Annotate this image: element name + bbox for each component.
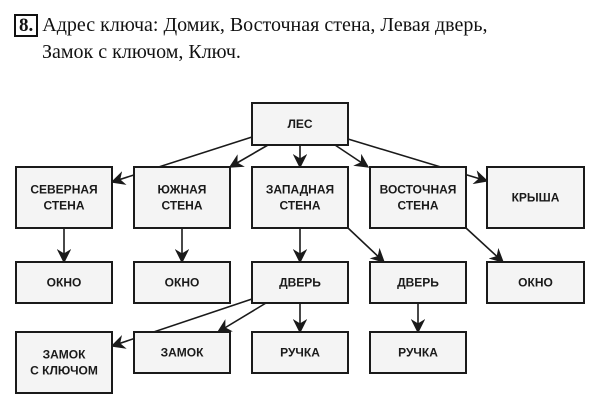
node-label: ДВЕРЬ bbox=[397, 276, 439, 290]
node-box bbox=[251, 331, 349, 374]
node-box bbox=[251, 166, 349, 229]
node-lock: ЗАМОК bbox=[133, 331, 231, 374]
node-box bbox=[15, 166, 113, 229]
node-label: ДВЕРЬ bbox=[279, 276, 321, 290]
node-box bbox=[133, 166, 231, 229]
node-east: ВОСТОЧНАЯ СТЕНА bbox=[369, 166, 467, 229]
task-line-1: 8.Адрес ключа: Домик, Восточная стена, Л… bbox=[14, 12, 487, 39]
node-box bbox=[133, 331, 231, 374]
node-les: ЛЕС bbox=[251, 102, 349, 146]
node-label: ЗАПАДНАЯ bbox=[266, 183, 334, 197]
edge-les-to-south bbox=[228, 144, 269, 168]
node-label: ЗАМОК bbox=[43, 348, 87, 362]
node-box bbox=[133, 261, 231, 304]
node-box bbox=[15, 331, 113, 394]
node-label: СЕВЕРНАЯ bbox=[30, 183, 97, 197]
node-box bbox=[251, 261, 349, 304]
node-label: С КЛЮЧОМ bbox=[30, 364, 98, 378]
edge-east-to-window3 bbox=[465, 227, 505, 263]
node-label: СТЕНА bbox=[397, 199, 438, 213]
node-label: РУЧКА bbox=[398, 346, 438, 360]
node-box bbox=[369, 331, 467, 374]
node-west: ЗАПАДНАЯ СТЕНА bbox=[251, 166, 349, 229]
node-window3: ОКНО bbox=[486, 261, 585, 304]
node-label: ОКНО bbox=[47, 276, 82, 290]
node-north: СЕВЕРНАЯ СТЕНА bbox=[15, 166, 113, 229]
node-label: ЗАМОК bbox=[161, 346, 205, 360]
nodes: ЛЕССЕВЕРНАЯСТЕНАЮЖНАЯСТЕНАЗАПАДНАЯСТЕНАВ… bbox=[15, 102, 585, 394]
task-text-1: Адрес ключа: Домик, Восточная стена, Лев… bbox=[42, 14, 488, 36]
node-box bbox=[369, 166, 467, 229]
node-label: ВОСТОЧНАЯ bbox=[380, 183, 457, 197]
node-box bbox=[369, 261, 467, 304]
node-label: ЛЕС bbox=[287, 117, 312, 131]
node-window2: ОКНО bbox=[133, 261, 231, 304]
node-box bbox=[486, 261, 585, 304]
node-handle1: РУЧКА bbox=[251, 331, 349, 374]
edge-door1-to-lock bbox=[216, 302, 267, 333]
node-handle2: РУЧКА bbox=[369, 331, 467, 374]
node-roof: КРЫША bbox=[486, 166, 585, 229]
edge-west-to-door2 bbox=[347, 227, 386, 263]
node-label: ЮЖНАЯ bbox=[158, 183, 207, 197]
node-label: СТЕНА bbox=[161, 199, 202, 213]
node-box bbox=[486, 166, 585, 229]
node-window1: ОКНО bbox=[15, 261, 113, 304]
node-label: ОКНО bbox=[165, 276, 200, 290]
task-line-2: Замок с ключом, Ключ. bbox=[42, 41, 241, 63]
node-box bbox=[251, 102, 349, 146]
node-door1: ДВЕРЬ bbox=[251, 261, 349, 304]
node-label: РУЧКА bbox=[280, 346, 320, 360]
node-lockkey: ЗАМОК С КЛЮЧОМ bbox=[15, 331, 113, 394]
edge-les-to-east bbox=[334, 144, 370, 168]
node-south: ЮЖНАЯ СТЕНА bbox=[133, 166, 231, 229]
task-number: 8. bbox=[14, 14, 39, 37]
node-label: КРЫША bbox=[512, 191, 560, 205]
node-door2: ДВЕРЬ bbox=[369, 261, 467, 304]
node-label: СТЕНА bbox=[279, 199, 320, 213]
node-label: ОКНО bbox=[518, 276, 553, 290]
node-box bbox=[15, 261, 113, 304]
node-label: СТЕНА bbox=[43, 199, 84, 213]
